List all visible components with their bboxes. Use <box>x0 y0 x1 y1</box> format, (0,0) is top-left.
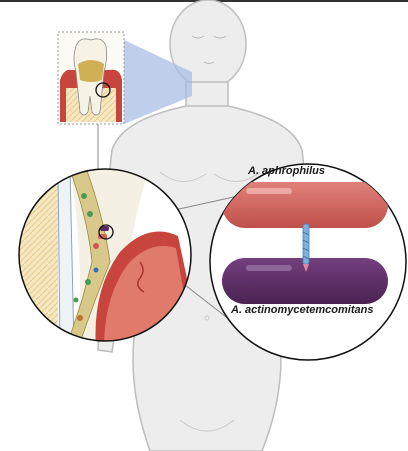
bacterium-label-bottom: A. actinomycetemcomitans <box>231 304 373 316</box>
tartar <box>78 60 104 82</box>
tooth-inset <box>58 32 124 124</box>
bacteria-interaction-circle <box>210 164 406 360</box>
bacterium-label-top: A. aphrophilus <box>248 165 325 177</box>
pilus-bridge <box>303 224 309 272</box>
